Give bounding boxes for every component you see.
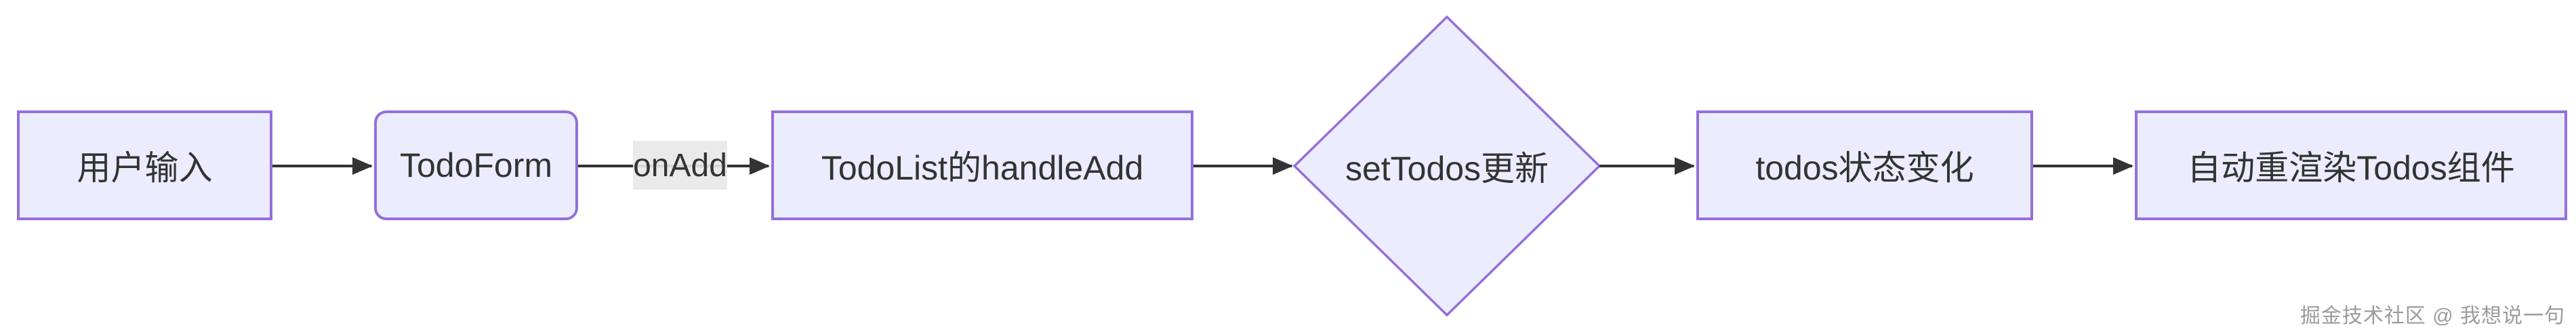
node-settodos-diamond-label: setTodos更新 <box>1345 150 1549 188</box>
node-todoform: TodoForm <box>374 110 578 220</box>
node-todolist-handleadd: TodoList的handleAdd <box>771 110 1193 220</box>
node-todos-state-change: todos状态变化 <box>1696 110 2033 220</box>
node-user-input: 用户输入 <box>17 110 272 220</box>
watermark-text: 掘金技术社区 @ 我想说一句 <box>2299 305 2565 327</box>
node-rerender-todos: 自动重渲染Todos组件 <box>2135 110 2567 220</box>
edge-label-onadd: onAdd <box>633 141 727 190</box>
